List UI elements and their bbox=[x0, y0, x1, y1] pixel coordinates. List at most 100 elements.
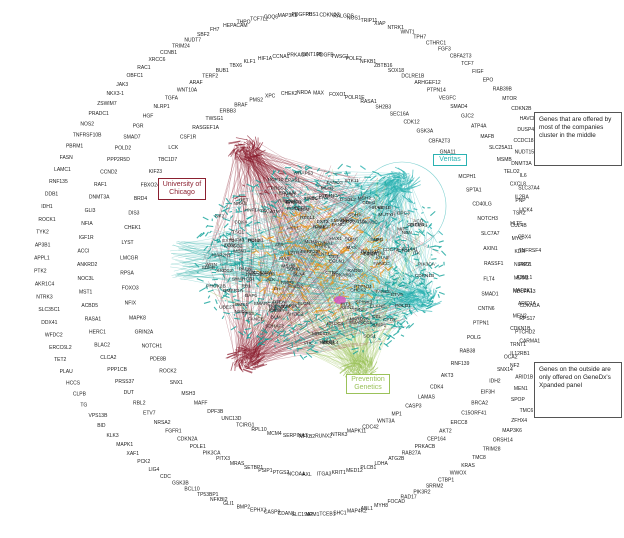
core-edge bbox=[433, 249, 439, 251]
outer-gene-label: SLC7A7 bbox=[481, 231, 500, 237]
outer-gene-label: IDH2 bbox=[489, 379, 501, 385]
outer-gene-label: FASN bbox=[60, 155, 73, 161]
outer-gene-label: NLRP2 bbox=[514, 262, 530, 268]
cluster-gene-label: SBDS bbox=[340, 216, 353, 222]
outer-gene-label: PRKACB bbox=[415, 444, 436, 450]
outer-gene-label: BRCA2 bbox=[471, 400, 488, 406]
outer-gene-label: RAB39B bbox=[493, 86, 513, 92]
cluster-gene-label: PRSS1 bbox=[271, 186, 287, 192]
outer-gene-label: DUT bbox=[124, 390, 134, 396]
outer-gene-label: ERBB3 bbox=[220, 109, 237, 115]
outer-gene-label: ARAF bbox=[189, 80, 202, 86]
core-edge bbox=[314, 351, 318, 352]
outer-gene-label: SNX1 bbox=[170, 380, 183, 386]
core-edge bbox=[406, 257, 407, 261]
network-edge bbox=[318, 171, 400, 174]
core-edge bbox=[275, 345, 276, 347]
core-edge bbox=[307, 322, 308, 325]
outer-gene-label: IL6 bbox=[520, 173, 527, 179]
core-edge bbox=[373, 196, 375, 198]
outer-gene-label: RASSF1 bbox=[484, 261, 504, 267]
outer-gene-label: ERCC6L2 bbox=[49, 345, 72, 351]
hub-edge bbox=[236, 138, 247, 140]
outer-gene-label: MAFB bbox=[480, 134, 495, 140]
outer-gene-label: PBRM1 bbox=[66, 144, 83, 150]
core-edge bbox=[220, 235, 224, 236]
outer-gene-label: EIF3H bbox=[481, 390, 496, 396]
hub-edge bbox=[255, 137, 257, 145]
cluster-gene-label: SUFU bbox=[370, 237, 384, 243]
core-edge bbox=[288, 325, 291, 326]
cluster-gene-label: NOP10 bbox=[268, 177, 284, 183]
outer-gene-label: WFDC2 bbox=[45, 332, 63, 338]
outer-gene-label: PMS2 bbox=[249, 97, 263, 103]
outer-gene-label: KLK3 bbox=[106, 433, 118, 439]
cluster-gene-label: ELANE bbox=[370, 303, 386, 309]
core-edge bbox=[353, 211, 355, 212]
outer-gene-label: NOC3L bbox=[77, 276, 94, 282]
outer-gene-label: SLC25A11 bbox=[489, 145, 513, 151]
cluster-gene-label: CDKN1B bbox=[415, 273, 434, 279]
outer-gene-label: NKX3-1 bbox=[106, 91, 124, 97]
outer-gene-label: TMC6 bbox=[520, 408, 534, 414]
outer-gene-label: ANKRD2 bbox=[77, 262, 98, 268]
core-edge bbox=[338, 164, 343, 169]
outer-gene-label: MAPK8 bbox=[129, 315, 146, 321]
callout-top-text: Genes that are offered by most of the co… bbox=[539, 116, 611, 139]
cluster-gene-label: MSH3 bbox=[261, 271, 275, 277]
cluster-gene-label: PIK3CA bbox=[418, 261, 436, 267]
outer-gene-label: CDC bbox=[160, 474, 171, 480]
outer-gene-label: DIS3 bbox=[128, 210, 139, 216]
cluster-gene-label: BLM bbox=[271, 315, 281, 321]
cluster-gene-label: FANCI bbox=[332, 222, 346, 228]
cluster-gene-label: VHL bbox=[304, 340, 314, 346]
outer-gene-label: ROCK1 bbox=[38, 217, 55, 223]
core-edge bbox=[263, 244, 264, 248]
cluster-gene-label: PMS1 bbox=[235, 302, 248, 308]
outer-gene-label: TG bbox=[80, 403, 87, 409]
cluster-gene-label: TSC2 bbox=[260, 208, 273, 214]
core-edge bbox=[325, 217, 331, 218]
outer-gene-label: HGF bbox=[143, 114, 154, 120]
core-edge bbox=[387, 338, 390, 340]
core-edge bbox=[436, 287, 441, 289]
outer-gene-label: NOTCH1 bbox=[142, 343, 163, 349]
cluster-gene-label: PARN bbox=[239, 267, 253, 273]
cluster-gene-label: RINT1 bbox=[303, 196, 317, 202]
hub-edge bbox=[248, 357, 249, 359]
cluster-gene-label: STK11 bbox=[345, 178, 360, 184]
hub-edge bbox=[245, 361, 246, 362]
outer-gene-label: SPTA1 bbox=[466, 188, 482, 194]
outer-gene-label: BMP2 bbox=[237, 504, 251, 510]
outer-gene-label: TNFRSF4 bbox=[519, 248, 542, 254]
outer-gene-label: RAB38 bbox=[459, 348, 475, 354]
outer-gene-label: GJC2 bbox=[461, 113, 474, 119]
core-edge bbox=[224, 205, 227, 208]
cluster-gene-label: FH bbox=[274, 286, 281, 292]
core-edge bbox=[403, 272, 404, 274]
cluster-gene-label: ERCC4 bbox=[327, 321, 344, 327]
label-prevention-genetics: Prevention Genetics bbox=[346, 374, 390, 394]
cluster-gene-label: MAP2K1 bbox=[212, 252, 231, 258]
core-edge bbox=[231, 326, 236, 329]
hub-edge bbox=[409, 185, 421, 190]
outer-gene-label: SNX14 bbox=[497, 367, 513, 373]
core-edge bbox=[431, 259, 436, 260]
core-edge bbox=[208, 296, 210, 299]
outer-gene-label: NOTCH3 bbox=[477, 216, 498, 222]
cluster-gene-label: GPC3 bbox=[397, 210, 410, 216]
cluster-gene-label: FANCC bbox=[373, 261, 390, 267]
outer-gene-label: COQ6 bbox=[264, 15, 278, 21]
cluster-gene-label: TERT bbox=[283, 192, 296, 198]
core-edge bbox=[204, 302, 210, 304]
outer-gene-label: MAP4K2 bbox=[347, 508, 367, 514]
outer-gene-label: VPS13B bbox=[89, 413, 109, 419]
outer-gene-label: CLCA2 bbox=[100, 355, 116, 361]
cluster-gene-label: CTRC bbox=[325, 270, 339, 276]
outer-gene-label: LMCGR bbox=[120, 255, 138, 261]
cluster-gene-label: NHP2 bbox=[281, 280, 294, 286]
core-edge bbox=[207, 226, 213, 227]
outer-gene-label: NRDA bbox=[297, 90, 312, 96]
core-edge bbox=[428, 245, 429, 248]
outer-gene-label: RASGEF1A bbox=[192, 125, 219, 131]
